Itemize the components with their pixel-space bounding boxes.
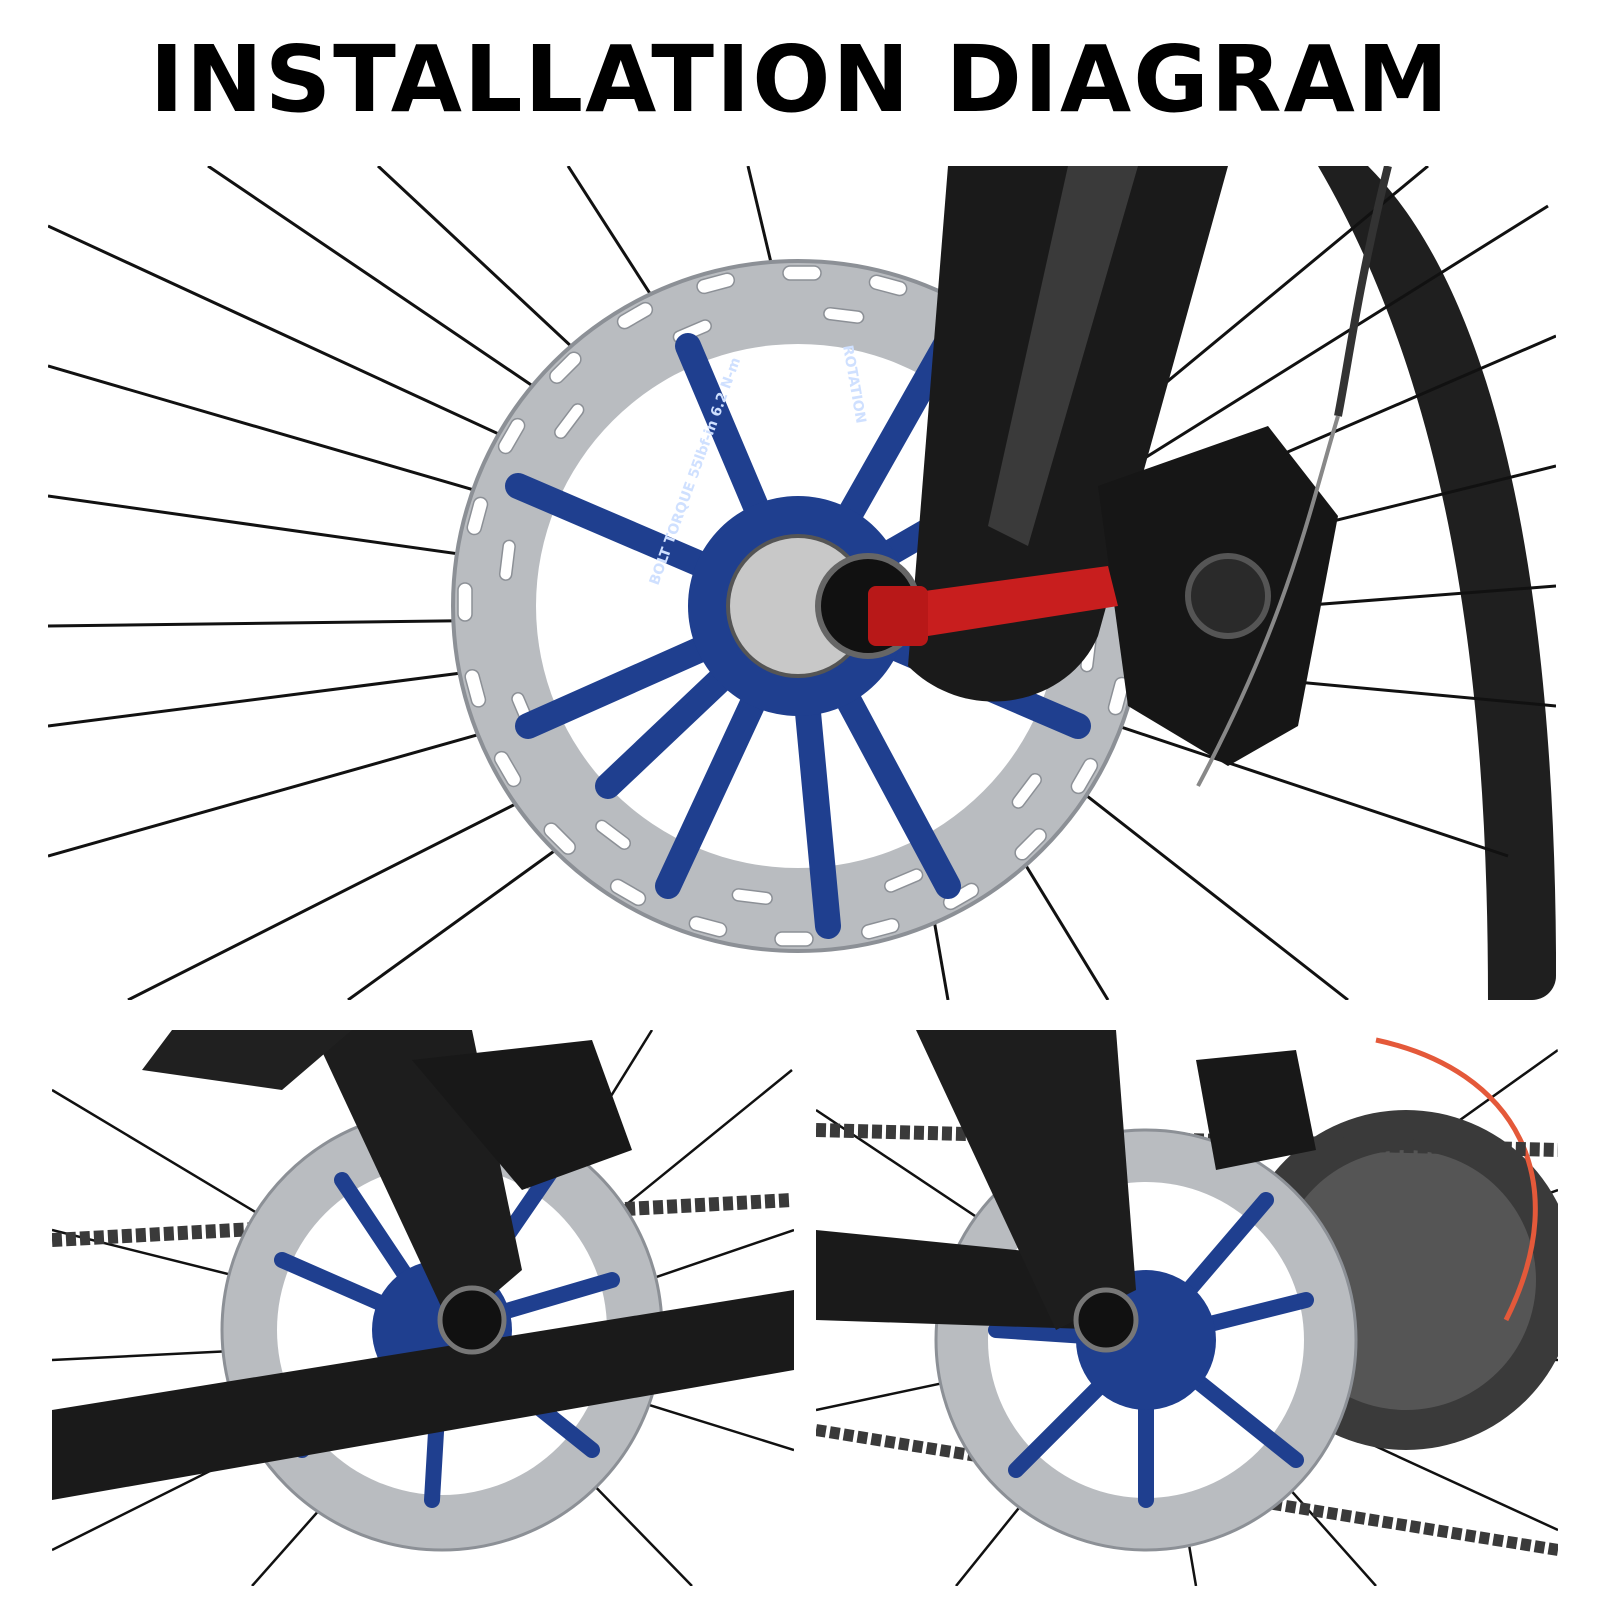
rear-wheel-illustration-right xyxy=(816,1030,1558,1586)
quick-release-clamp xyxy=(868,586,928,646)
fork-highlight xyxy=(988,166,1138,546)
cable-wire xyxy=(1196,415,1340,787)
chain-lower xyxy=(816,1424,1558,1556)
front-wheel-illustration: BOLT TORQUE 55lbf-in 6.2 N-m ROTATION xyxy=(48,166,1556,1000)
frame-tube xyxy=(142,1030,352,1090)
derailleur-cable xyxy=(1375,1037,1538,1322)
rear-wheel-photo-right xyxy=(816,1030,1558,1586)
seatstay xyxy=(916,1030,1136,1330)
front-wheel-photo: BOLT TORQUE 55lbf-in 6.2 N-m ROTATION xyxy=(48,166,1556,1000)
rear-wheel-illustration-left xyxy=(52,1030,794,1586)
tire xyxy=(1318,166,1556,1000)
brake-caliper xyxy=(412,1040,632,1190)
axle xyxy=(1073,1287,1139,1353)
quick-release-lever xyxy=(888,566,1118,636)
rear-wheel-photo-left xyxy=(52,1030,794,1586)
chainstay xyxy=(52,1290,794,1500)
brake-caliper xyxy=(1196,1050,1316,1170)
axle xyxy=(437,1285,507,1355)
fork-leg xyxy=(908,166,1228,702)
caliper-bolt xyxy=(1185,553,1271,639)
brake-cable xyxy=(1334,166,1392,417)
page-title: INSTALLATION DIAGRAM xyxy=(149,26,1451,133)
